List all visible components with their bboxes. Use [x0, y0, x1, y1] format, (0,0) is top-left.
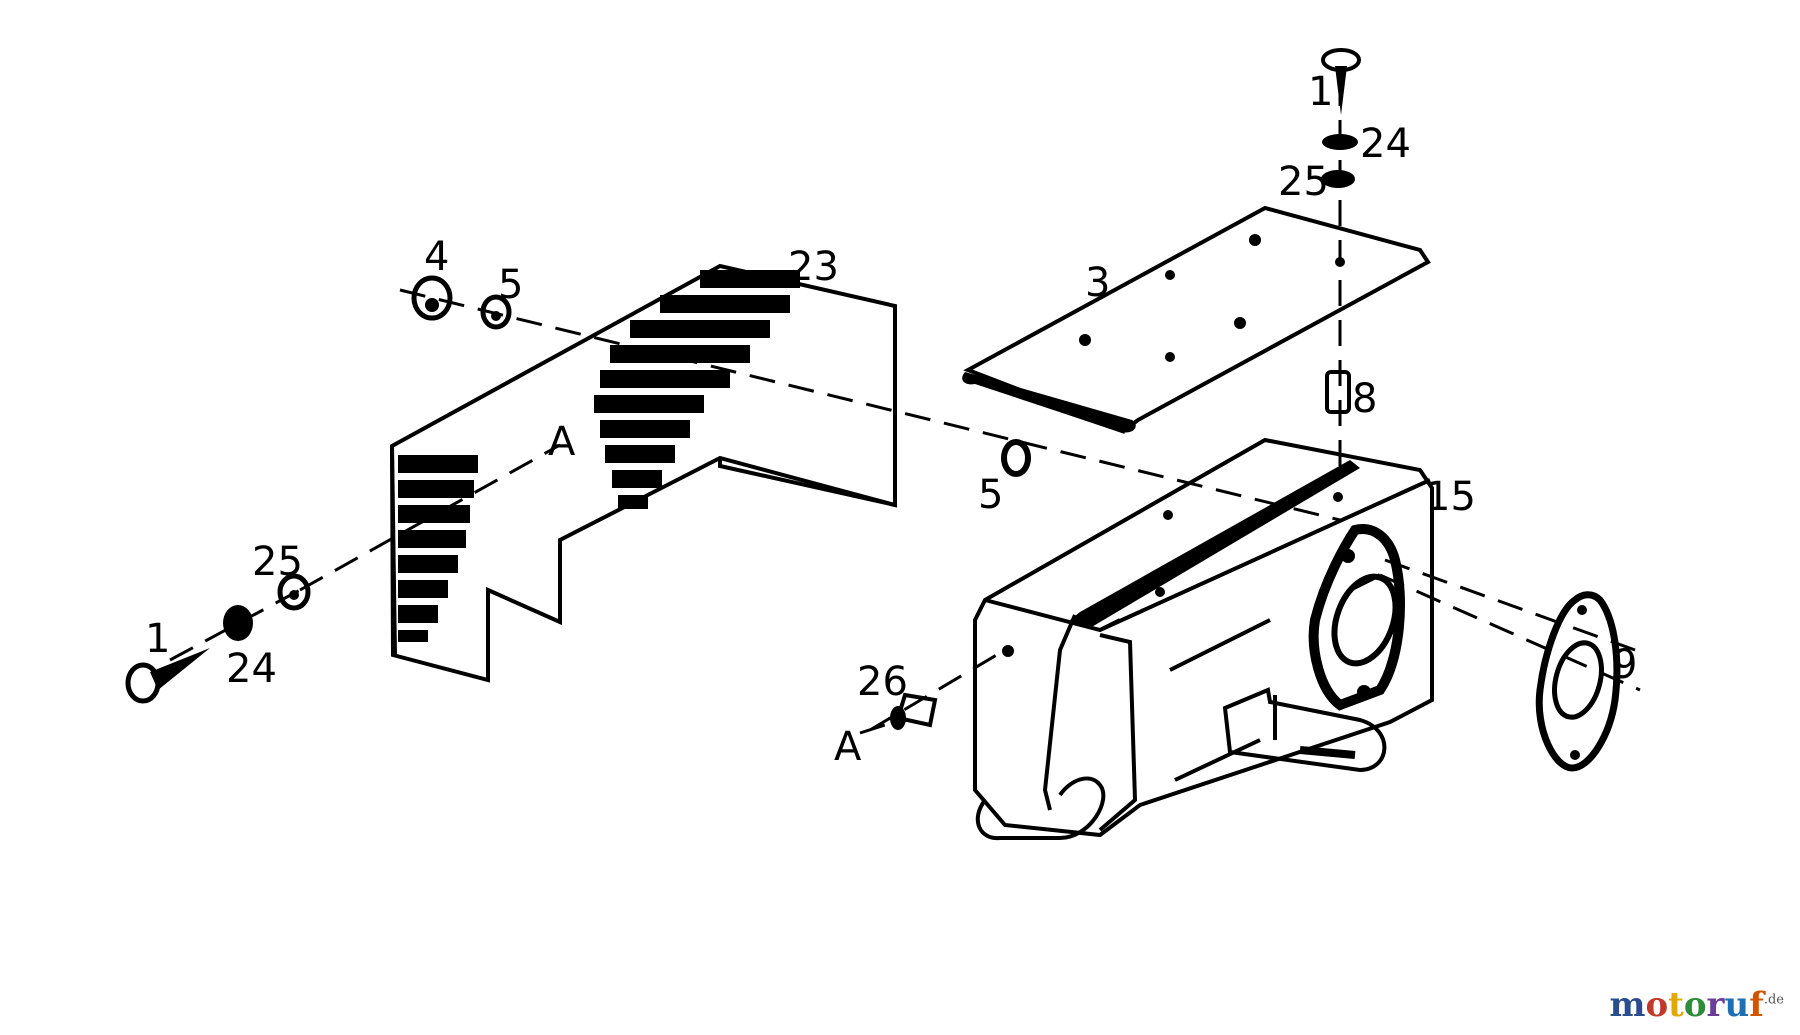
- label-24-left: 24: [226, 646, 277, 692]
- cover-plate: [962, 205, 1431, 434]
- label-15: 15: [1425, 474, 1476, 520]
- heat-shield: [389, 263, 897, 683]
- label-4: 4: [424, 234, 449, 280]
- label-1-top: 1: [1308, 69, 1333, 115]
- logo-letter-m: m: [1609, 985, 1646, 1025]
- logo-letter-f: f: [1749, 985, 1764, 1025]
- spring-washer-top: [1321, 170, 1355, 188]
- shield-perforations-left: [398, 455, 478, 642]
- spring-washer-left: [223, 605, 253, 641]
- gasket: [1535, 591, 1621, 772]
- washer-mid: [1001, 439, 1031, 477]
- label-26: 26: [857, 659, 908, 705]
- logo-letter-o1: o: [1645, 985, 1669, 1025]
- logo-letter-t: t: [1668, 985, 1684, 1025]
- bolt: [890, 692, 938, 730]
- label-25-top: 25: [1278, 159, 1329, 205]
- logo-letter-u: u: [1724, 985, 1750, 1025]
- label-23: 23: [788, 244, 839, 290]
- label-5-top: 5: [498, 262, 523, 308]
- spacer-sleeve: [1325, 370, 1351, 414]
- label-5-mid: 5: [978, 472, 1003, 518]
- nut-left: [411, 275, 453, 321]
- label-9: 9: [1612, 642, 1637, 688]
- logo-letter-r: r: [1706, 985, 1725, 1025]
- screw-left: [125, 648, 210, 704]
- label-3: 3: [1085, 260, 1110, 306]
- logo-tld: .de: [1763, 992, 1784, 1008]
- cover-plate-holes: [1079, 234, 1345, 362]
- logo-letter-o2: o: [1683, 985, 1707, 1025]
- label-A-shield: A: [548, 419, 576, 465]
- label-A-bolt: A: [834, 724, 862, 770]
- label-1-left: 1: [145, 616, 170, 662]
- part-labels: 1 24 25 3 8 15 9 4 5 23 A 5 25 1 24 26 A: [145, 69, 1637, 770]
- muffler: [973, 437, 1434, 841]
- assembly-lines: [169, 80, 1641, 735]
- motoruf-logo: motoruf.de: [1609, 985, 1784, 1025]
- label-24-top: 24: [1360, 121, 1411, 167]
- label-8: 8: [1352, 376, 1377, 422]
- label-25-left: 25: [252, 539, 303, 585]
